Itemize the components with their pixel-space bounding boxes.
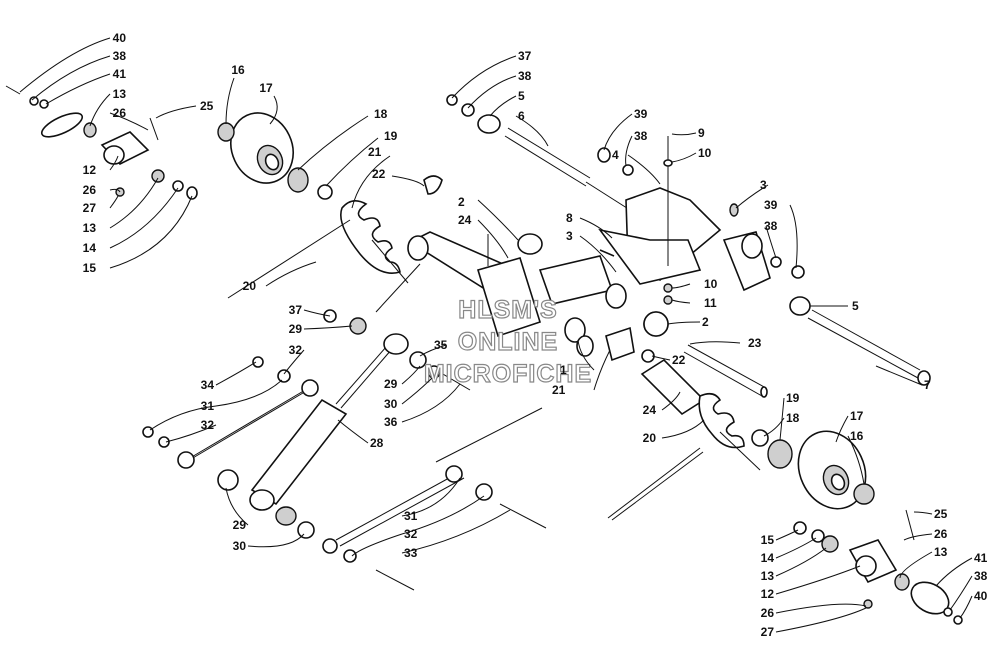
callout-1: 1: [560, 363, 567, 377]
shock-absorber: [217, 309, 471, 554]
callout-21: 21: [368, 145, 382, 159]
callout-32c: 32: [404, 527, 418, 541]
callout-10b: 10: [704, 277, 718, 291]
callout-24: 24: [458, 213, 472, 227]
callout-27: 27: [83, 201, 97, 215]
callout-19: 19: [384, 129, 398, 143]
callout-40b: 40: [974, 589, 988, 603]
callout-37: 37: [518, 49, 532, 63]
callout-15: 15: [83, 261, 97, 275]
right-axle-bracket: [793, 509, 963, 625]
callout-41: 41: [113, 67, 127, 81]
left-axle-bracket: [5, 85, 198, 200]
callout-5: 5: [518, 89, 525, 103]
left-torsion-spring: [227, 200, 409, 299]
callout-18b: 18: [786, 411, 800, 425]
callout-29: 29: [289, 322, 303, 336]
watermark-line-1: HLSM'S: [458, 296, 557, 324]
callout-2: 2: [458, 195, 465, 209]
parts-artwork: [5, 85, 963, 625]
callout-39b: 39: [764, 198, 778, 212]
callout-13d: 13: [934, 545, 948, 559]
callout-17b: 17: [850, 409, 864, 423]
callout-25b: 25: [934, 507, 948, 521]
callout-16: 16: [231, 63, 245, 77]
callout-14b: 14: [761, 551, 775, 565]
callout-7: 7: [924, 378, 931, 392]
callout-26c: 26: [761, 606, 775, 620]
callout-26: 26: [113, 106, 127, 120]
callout-26d: 26: [934, 527, 948, 541]
callout-21b: 21: [552, 383, 566, 397]
watermark-line-3: MICROFICHE: [424, 360, 592, 388]
right-idler-wheel: [751, 429, 875, 510]
callout-18: 18: [374, 107, 388, 121]
callout-labels: 40 38 41 13 26 25 12 26 27 13 14 15 16 1…: [83, 31, 988, 639]
center-rod: [643, 311, 768, 398]
callout-28: 28: [370, 436, 384, 450]
rear-arm-assembly: [446, 94, 931, 386]
callout-9: 9: [698, 126, 705, 140]
right-torsion-spring: [607, 358, 761, 521]
callout-13b: 13: [83, 221, 97, 235]
callout-29c: 29: [233, 518, 247, 532]
callout-3: 3: [760, 178, 767, 192]
callout-29b: 29: [384, 377, 398, 391]
callout-36: 36: [384, 415, 398, 429]
leader-lines: [19, 37, 973, 633]
callout-33: 33: [404, 546, 418, 560]
callout-24b: 24: [643, 403, 657, 417]
callout-39: 39: [634, 107, 648, 121]
callout-30b: 30: [233, 539, 247, 553]
callout-16b: 16: [850, 429, 864, 443]
callout-31: 31: [201, 399, 215, 413]
callout-30: 30: [384, 397, 398, 411]
callout-2b: 2: [702, 315, 709, 329]
callout-20: 20: [243, 279, 257, 293]
callout-37b: 37: [289, 303, 303, 317]
callout-40: 40: [113, 31, 127, 45]
callout-32: 32: [289, 343, 303, 357]
callout-14: 14: [83, 241, 97, 255]
callout-31b: 31: [404, 509, 418, 523]
callout-41b: 41: [974, 551, 988, 565]
callout-11: 11: [704, 296, 717, 310]
callout-35: 35: [434, 338, 448, 352]
callout-22: 22: [372, 167, 386, 181]
callout-6: 6: [518, 109, 525, 123]
callout-12: 12: [83, 163, 97, 177]
callout-12b: 12: [761, 587, 775, 601]
callout-3b: 3: [566, 229, 573, 243]
callout-15b: 15: [761, 533, 775, 547]
callout-23: 23: [748, 336, 762, 350]
callout-38: 38: [113, 49, 127, 63]
callout-13c: 13: [761, 569, 775, 583]
callout-26b: 26: [83, 183, 97, 197]
callout-34: 34: [201, 378, 215, 392]
watermark: HLSM'S ONLINE MICROFICHE: [423, 295, 592, 388]
callout-38d: 38: [764, 219, 778, 233]
callout-4: 4: [612, 148, 619, 162]
assembly-lines: [375, 234, 543, 463]
lower-links: [142, 356, 547, 591]
left-idler-wheel: [217, 112, 333, 200]
callout-38e: 38: [974, 569, 988, 583]
callout-38c: 38: [634, 129, 648, 143]
callout-5b: 5: [852, 299, 859, 313]
callout-10: 10: [698, 146, 712, 160]
callout-17: 17: [259, 81, 273, 95]
callout-20b: 20: [643, 431, 657, 445]
callout-13: 13: [113, 87, 127, 101]
callout-32b: 32: [201, 418, 215, 432]
callout-25: 25: [200, 99, 214, 113]
callout-27b: 27: [761, 625, 775, 639]
callout-38b: 38: [518, 69, 532, 83]
callout-22b: 22: [672, 353, 686, 367]
callout-19b: 19: [786, 391, 800, 405]
watermark-line-2: ONLINE: [458, 328, 558, 356]
callout-8: 8: [566, 211, 573, 225]
